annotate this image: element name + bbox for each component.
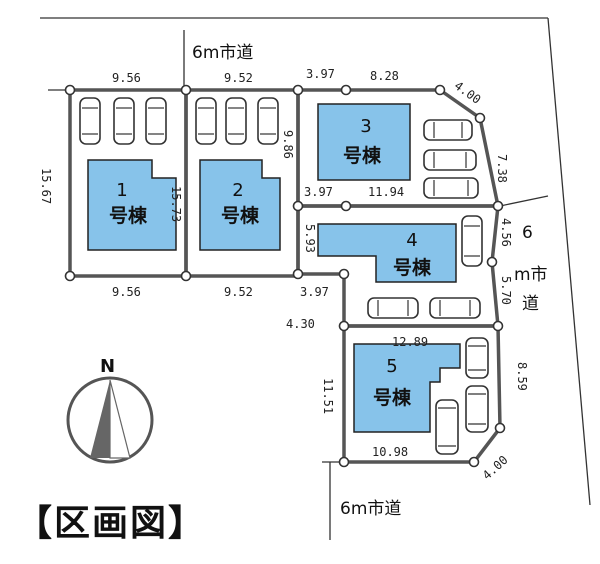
dim-lot5-bottom: 10.98 [372,445,408,459]
dim-lot1-left: 15.67 [39,168,53,204]
boundary-pins [64,84,506,468]
dim-lot3-bottom-a: 3.97 [304,185,333,199]
compass-n-label: N [100,356,115,377]
lot5-name: 号棟 [373,386,412,409]
lot2-number: 2 [232,180,243,201]
lot1-name: 号棟 [109,204,148,227]
dim-lot1-bottom: 9.56 [112,285,141,299]
road-label-east-2: m市 [514,265,548,285]
houses [87,103,461,433]
car-lot1-c [145,97,167,145]
lot3-name: 号棟 [343,144,382,167]
road-label-north: 6m市道 [192,43,253,63]
road-label-south: 6m市道 [340,499,401,519]
dim-lot4-left: 5.93 [303,224,317,253]
compass-needle-dark [90,380,110,458]
lot3-house [317,103,411,181]
compass-needle-light [109,379,131,459]
lot3-number: 3 [360,116,371,137]
dimension-labels: 9.56 9.52 3.97 8.28 4.00 7.38 9.86 15.67… [39,67,529,483]
lot2-house [199,159,281,251]
car-lot5-a [465,337,489,379]
dim-lot2-bottom: 9.52 [224,285,253,299]
dim-lot3-left: 9.86 [281,130,295,159]
car-lot4-b [367,297,419,319]
car-lot2-a [195,97,217,145]
car-lot3-c [423,177,479,199]
dim-lot1-top: 9.56 [112,71,141,85]
car-lot2-b [225,97,247,145]
car-lot1-a [79,97,101,145]
dim-lot3-top-b: 8.28 [370,69,399,83]
car-lot3-b [423,149,477,171]
dim-lot5-left-step: 4.30 [286,317,315,331]
lot4-house [317,223,457,283]
car-lot1-b [113,97,135,145]
road-label-east-1: 6 [522,223,533,243]
car-lot4-a [461,215,483,267]
compass-ring [66,376,154,464]
dim-lot4-bottom: 3.97 [300,285,329,299]
lot4-number: 4 [406,230,417,251]
dim-lot2-top: 9.52 [224,71,253,85]
dim-lot3-bottom-b: 11.94 [368,185,404,199]
road-lines [40,17,591,540]
car-lot2-c [257,97,279,145]
dim-lot5-top: 12.89 [392,335,428,349]
lot-boundaries [68,88,502,464]
dim-lot1-right: 15.73 [169,186,183,222]
lot5-number: 5 [386,356,397,377]
lot4-name: 号棟 [393,256,432,279]
car-lot3-a [423,119,473,141]
lot5-boundary [342,324,502,464]
car-lot4-c [429,297,481,319]
parking-spaces [79,97,489,455]
dim-lot4-right-a: 4.56 [499,218,513,247]
lot5-house [353,343,461,433]
lot1-number: 1 [116,180,127,201]
map-title: 【区画図】 [16,503,207,544]
lot1-house [87,159,177,251]
dim-lot4-right-b: 5.70 [499,276,513,305]
dim-lot5-right: 8.59 [515,362,529,391]
dim-lot3-top-a: 3.97 [306,67,335,81]
road-label-east-3: 道 [522,294,539,314]
lot2-name: 号棟 [221,204,260,227]
lot3-boundary [296,88,501,208]
car-lot5-b [465,385,489,433]
dim-lot5-corner: 4.00 [480,453,511,483]
dim-lot3-right: 7.38 [495,154,509,183]
car-lot5-c [435,399,459,455]
north-arrow: N [66,356,154,464]
dim-lot5-left: 11.51 [321,378,335,414]
